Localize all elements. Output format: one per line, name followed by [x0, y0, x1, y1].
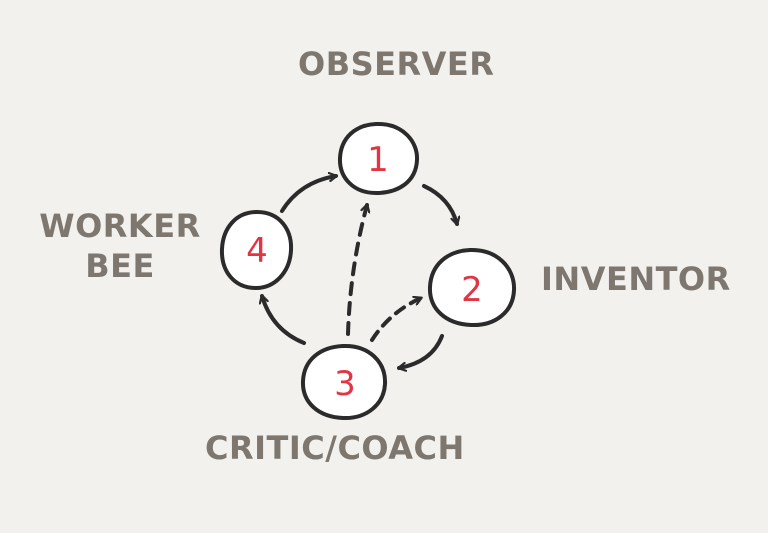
worker-bee-label-line1: WORKER	[39, 207, 201, 245]
node-inventor-circle	[427, 247, 517, 328]
node-observer-circle	[337, 121, 420, 196]
node-worker-bee-number: 4	[246, 231, 268, 271]
node-inventor: 2	[427, 247, 517, 328]
critic-coach-label: CRITIC/COACH	[205, 429, 465, 467]
node-critic-number: 3	[334, 364, 356, 404]
observer-label: OBSERVER	[298, 45, 495, 83]
worker-bee-label-line2: BEE	[85, 247, 155, 285]
node-inventor-number: 2	[461, 270, 483, 310]
node-critic: 3	[300, 343, 388, 421]
node-worker-bee-circle	[219, 209, 294, 291]
node-critic-circle	[300, 343, 388, 421]
arrow-3-to-4	[262, 294, 306, 345]
node-observer-number: 1	[367, 140, 389, 180]
node-worker-bee: 4	[219, 209, 294, 291]
inventor-label: INVENTOR	[541, 260, 731, 298]
dashed-arrow-3-to-1	[346, 203, 367, 336]
node-observer: 1	[337, 121, 420, 196]
dashed-arrow-3-to-2	[370, 298, 423, 342]
worker-bee-label: WORKER BEE	[38, 206, 202, 286]
arrow-2-to-3	[397, 334, 444, 368]
arrow-1-to-2	[422, 184, 457, 226]
arrow-4-to-1	[280, 176, 338, 213]
